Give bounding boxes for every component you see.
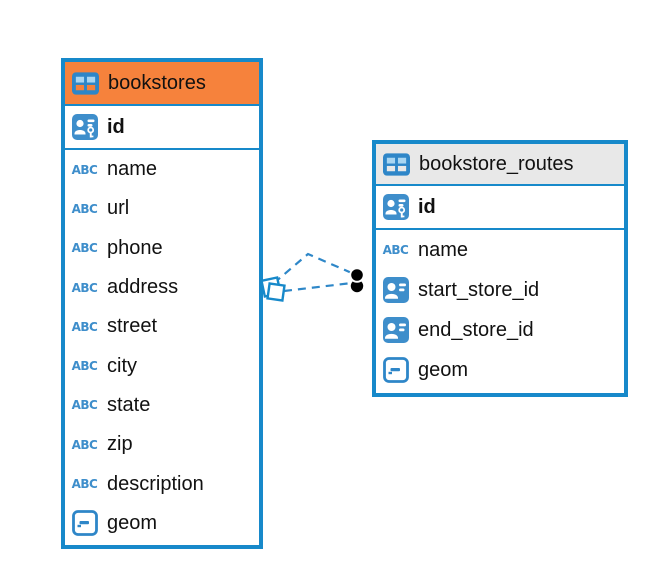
primary-key-row[interactable]: id [376, 186, 624, 230]
primary-key-name: id [418, 195, 436, 218]
table-title: bookstores [108, 71, 206, 94]
text-column-icon: ABC [71, 162, 98, 177]
primary-key-column-icon [71, 114, 98, 140]
column-row[interactable]: geom [376, 350, 624, 390]
column-row[interactable]: ABC city [65, 346, 259, 385]
text-column-icon: ABC [382, 243, 409, 257]
column-name: description [107, 472, 204, 495]
column-row[interactable]: end_store_id [376, 310, 624, 350]
column-row[interactable]: ABC url [65, 189, 259, 228]
column-row[interactable]: ABC description [65, 464, 259, 503]
primary-key-column-icon [382, 194, 409, 220]
column-name: name [418, 238, 469, 261]
column-name: geom [107, 511, 158, 534]
column-name: street [107, 315, 158, 338]
text-column-icon: ABC [71, 477, 98, 492]
text-column-icon: ABC [71, 398, 98, 413]
column-row[interactable]: ABC street [65, 307, 259, 346]
column-name: city [107, 354, 137, 377]
column-row[interactable]: ABC phone [65, 229, 259, 268]
text-column-icon: ABC [71, 437, 98, 452]
relationship-source-marker[interactable] [260, 276, 286, 302]
text-column-icon: ABC [71, 359, 98, 374]
primary-key-row[interactable]: id [65, 106, 259, 150]
column-name: geom [418, 358, 469, 381]
column-name: start_store_id [418, 278, 540, 301]
column-name: name [107, 158, 158, 181]
geometry-column-icon [71, 510, 98, 537]
text-column-icon: ABC [71, 280, 98, 295]
column-row[interactable]: ABC name [376, 230, 624, 270]
column-name: end_store_id [418, 318, 534, 341]
relationship-line-lower[interactable] [283, 281, 353, 293]
geometry-column-icon [382, 357, 409, 383]
table-icon [383, 152, 410, 176]
column-row[interactable]: ABC zip [65, 425, 259, 464]
column-name: state [107, 393, 151, 416]
table-header-bookstore-routes[interactable]: bookstore_routes [376, 144, 624, 186]
primary-key-name: id [107, 115, 125, 138]
table-bookstore-routes[interactable]: bookstore_routes id ABC name start_store_i… [372, 140, 628, 397]
reference-column-icon [382, 317, 409, 343]
reference-column-icon [382, 277, 409, 303]
column-row[interactable]: ABC name [65, 150, 259, 189]
table-title: bookstore_routes [419, 152, 574, 175]
column-row[interactable]: ABC state [65, 386, 259, 425]
column-name: phone [107, 236, 163, 259]
text-column-icon: ABC [71, 241, 98, 256]
table-icon [72, 71, 99, 95]
table-header-bookstores[interactable]: bookstores [65, 62, 259, 106]
column-name: zip [107, 433, 133, 456]
column-row[interactable]: start_store_id [376, 270, 624, 310]
column-name: url [107, 197, 130, 220]
text-column-icon: ABC [71, 319, 98, 334]
column-name: address [107, 276, 179, 299]
text-column-icon: ABC [71, 201, 98, 216]
column-row[interactable]: geom [65, 504, 259, 543]
column-row[interactable]: ABC address [65, 268, 259, 307]
relationship-line-upper[interactable] [273, 252, 355, 284]
relationship-target-marker[interactable] [349, 267, 365, 293]
